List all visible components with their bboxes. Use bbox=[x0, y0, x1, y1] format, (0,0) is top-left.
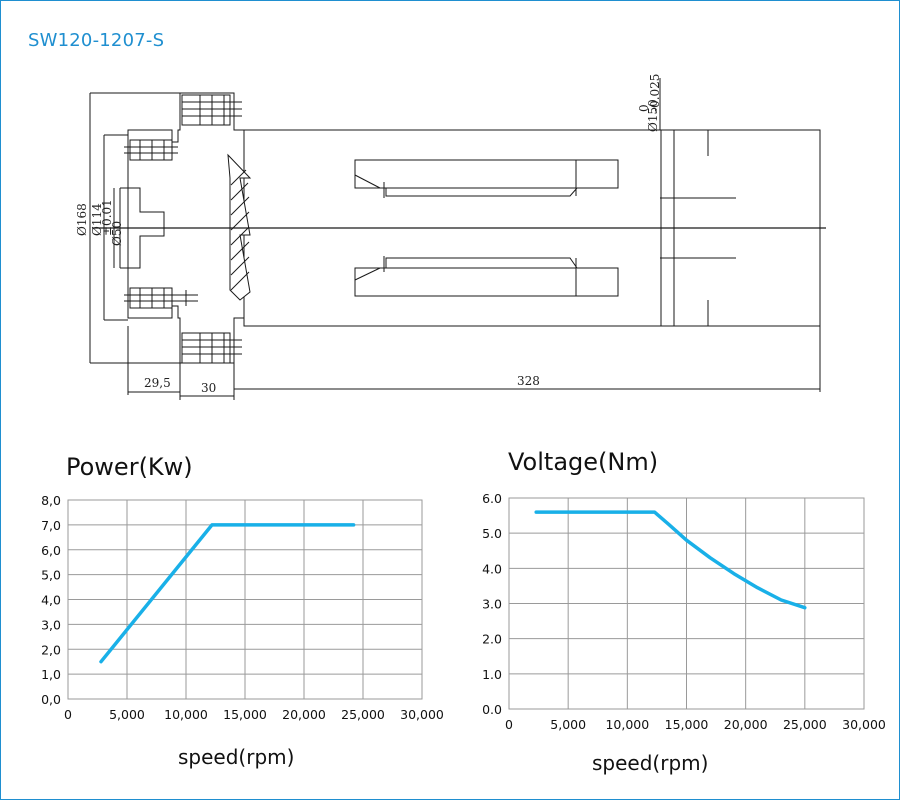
dim-d114-tol: ±0.01 bbox=[100, 199, 114, 236]
dim-d150-tol-upper: 0 bbox=[637, 104, 651, 112]
dim-29-5: 29,5 bbox=[144, 376, 171, 390]
dim-d150: Ø150 bbox=[646, 99, 660, 132]
fitting-bottom bbox=[124, 287, 198, 309]
dim-d150-tol-lower: -0.025 bbox=[648, 74, 662, 112]
fitting-top bbox=[124, 139, 178, 161]
internal-slot-top bbox=[354, 159, 736, 199]
dim-d168: Ø168 bbox=[75, 203, 89, 236]
dim-d50: Ø50 bbox=[110, 221, 124, 246]
dim-30: 30 bbox=[201, 381, 216, 395]
flange-bolts-bottom bbox=[181, 332, 242, 364]
spindle-drawing: Ø168 Ø114 ±0.01 Ø50 Ø150 0 -0.025 29,5 3… bbox=[75, 74, 826, 400]
tool-holder bbox=[128, 187, 165, 269]
diameter-dimensions bbox=[89, 78, 661, 364]
dim-328: 328 bbox=[517, 374, 540, 388]
length-dimensions bbox=[127, 326, 821, 400]
model-title: SW120-1207-S bbox=[28, 30, 165, 51]
flange-bolts-top bbox=[181, 94, 242, 126]
internal-slot-bottom bbox=[354, 256, 736, 297]
dim-d114: Ø114 bbox=[90, 203, 104, 236]
